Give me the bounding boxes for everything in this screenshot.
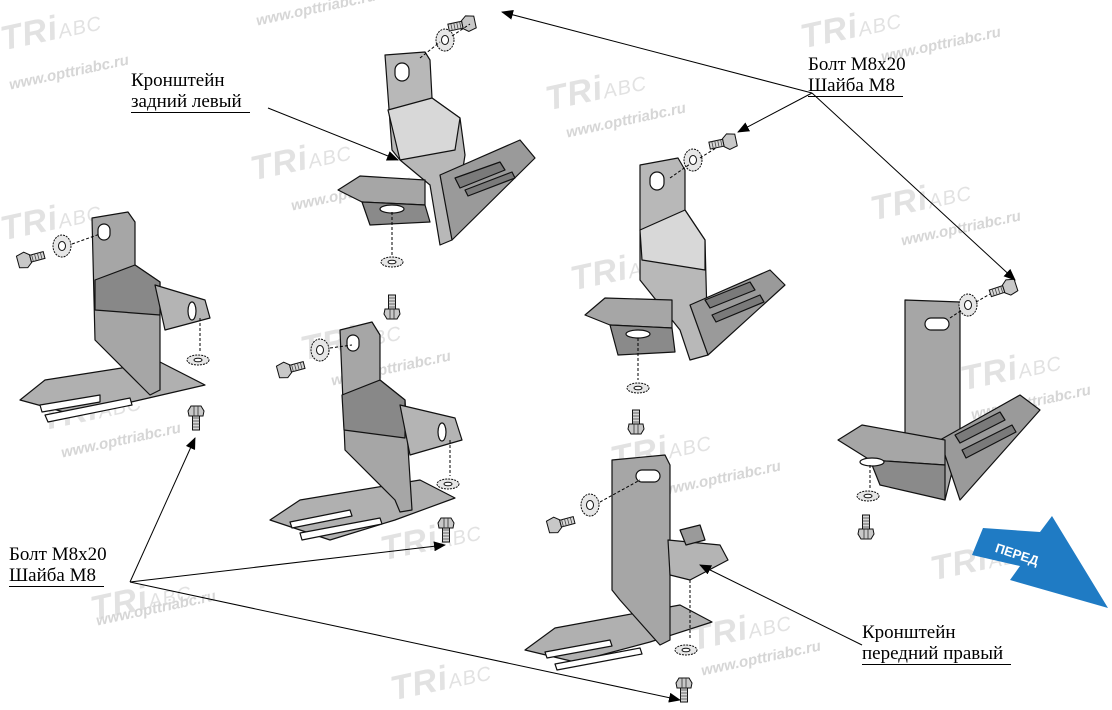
bottom-fasteners-label: Болт М8х20 Шайба М8 [9,544,107,587]
leader-lines [129,9,1016,703]
washer-icon [674,644,698,656]
bracket-rear-left [337,51,536,246]
bolt-icon [987,276,1019,302]
bolt-icon [707,131,739,154]
washer-icon [380,256,404,268]
bolt-icon [627,409,645,435]
washer-icon [580,493,600,517]
bolt-icon [275,356,307,381]
bolt-icon [15,246,47,271]
bracket-front-right [524,454,729,671]
rear-left-bracket-label: Кронштейн задний левый [131,70,250,113]
washer-icon [958,293,978,317]
washer-icon [626,382,650,394]
bracket-middle-left [269,321,463,541]
washer-icon [436,478,460,490]
bracket-right [837,299,1041,501]
bolt-icon [383,294,401,320]
washer-icon [435,28,455,52]
front-right-bracket-label: Кронштейн передний правый [862,622,1012,665]
washer-icon [856,490,880,502]
washer-icon [52,234,72,258]
washer-icon [186,354,210,366]
bracket-left [19,211,211,423]
top-fasteners-label: Болт М8х20 Шайба М8 [808,54,906,97]
bolt-icon [437,517,455,543]
bolt-icon [857,514,875,540]
washer-icon [310,338,330,362]
bracket-middle-right [584,157,786,361]
front-direction-arrow: ПЕРЕД [972,516,1108,608]
bolt-icon [187,405,205,431]
washer-icon [683,148,703,172]
bolt-icon [675,677,693,703]
bolt-icon [545,511,577,536]
